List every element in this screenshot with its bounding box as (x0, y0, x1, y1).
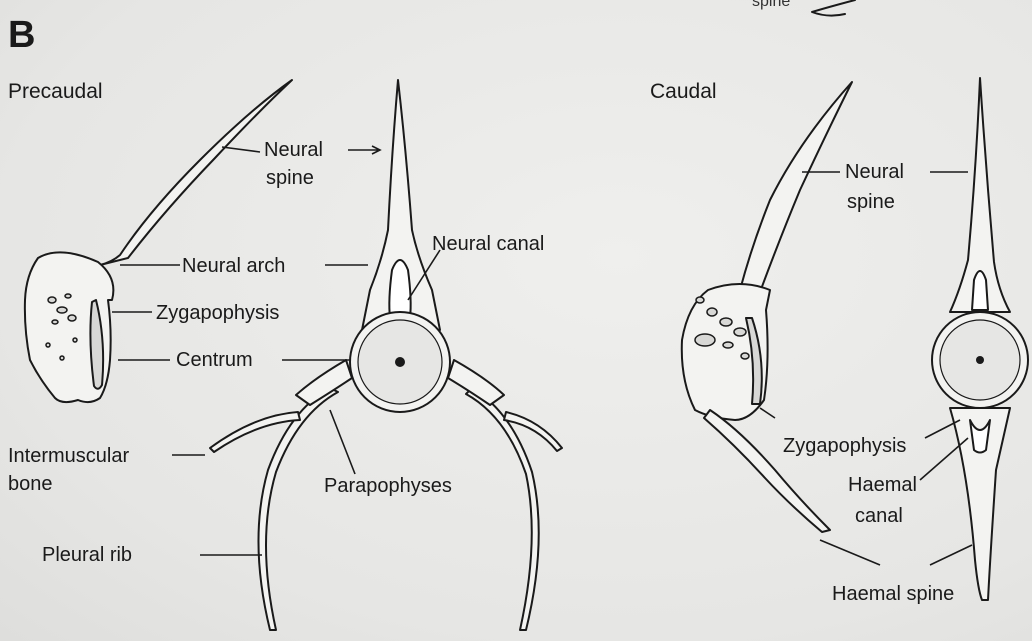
leader-haemal-canal (920, 438, 968, 480)
label-neural-arch: Neural arch (182, 254, 285, 278)
section-title-precaudal: Precaudal (8, 80, 103, 104)
leader-haemal-spine-left (820, 540, 880, 565)
top-text-fragment: spine (752, 0, 790, 11)
label-pleural-rib: Pleural rib (42, 543, 132, 567)
caudal-lateral-haemal-spine (704, 410, 830, 532)
precaudal-anterior-vertebra (210, 80, 562, 630)
label-zygapophysis-left: Zygapophysis (156, 301, 279, 325)
label-neural-spine-left-line2: spine (266, 166, 314, 190)
section-title-caudal: Caudal (650, 80, 717, 104)
notochord-dot (395, 357, 405, 367)
caudal-lateral-neural-spine (740, 82, 852, 292)
label-haemal-canal-line1: Haemal (848, 473, 917, 497)
label-intermuscular-line1: Intermuscular (8, 444, 129, 468)
top-curve-fragment (812, 0, 855, 16)
leader-neural-spine-left (222, 147, 260, 152)
label-intermuscular-line2: bone (8, 472, 53, 496)
label-neural-spine-right-line1: Neural (845, 160, 904, 184)
caudal-lateral-vertebra (682, 82, 852, 532)
leader-haemal-spine-right (930, 545, 972, 565)
leader-zygapophysis-right-left (760, 408, 775, 418)
label-parapophyses: Parapophyses (324, 474, 452, 498)
label-centrum: Centrum (176, 348, 253, 372)
label-neural-canal: Neural canal (432, 232, 544, 256)
caudal-anterior-vertebra (932, 78, 1028, 600)
label-zygapophysis-right: Zygapophysis (783, 434, 906, 458)
label-neural-spine-right-line2: spine (847, 190, 895, 214)
label-neural-spine-left-line1: Neural (264, 138, 323, 162)
neural-canal-opening (389, 260, 410, 318)
panel-letter: B (8, 15, 35, 55)
leader-neural-spine-left-arrow (348, 146, 380, 154)
lateral-neural-spine (100, 80, 292, 265)
caudal-notochord-dot (976, 356, 984, 364)
label-haemal-spine: Haemal spine (832, 582, 954, 606)
label-haemal-canal-line2: canal (855, 504, 903, 528)
caudal-neural-canal (972, 271, 988, 310)
leader-parapophyses (330, 410, 355, 474)
